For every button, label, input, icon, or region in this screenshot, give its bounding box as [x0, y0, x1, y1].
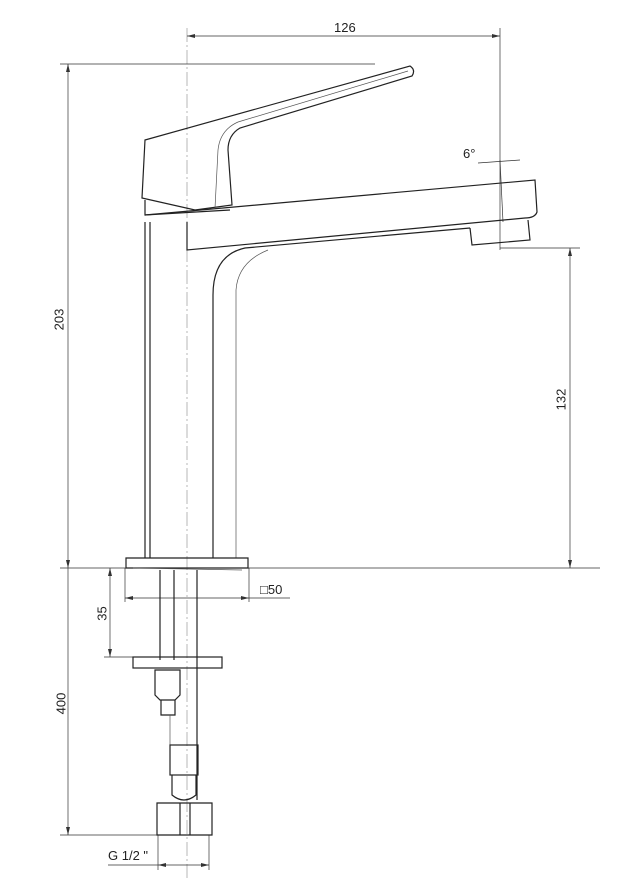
label-spout-reach: 126	[334, 20, 356, 35]
dim-spout-reach	[187, 28, 501, 250]
label-mount-depth: 35	[94, 606, 110, 621]
mounting-hardware	[132, 570, 223, 836]
label-base-size: □50	[260, 582, 283, 597]
label-spout-angle: 6°	[463, 146, 476, 161]
dim-mount-depth	[104, 568, 133, 658]
label-total-height: 203	[51, 308, 67, 331]
label-hose-length: 400	[53, 692, 69, 715]
faucet-handle	[141, 65, 415, 216]
label-connection: G 1/2 "	[108, 848, 149, 863]
faucet-body	[125, 179, 538, 571]
dim-base	[124, 568, 290, 602]
dim-hose-length	[60, 568, 158, 836]
dim-total-height	[66, 64, 70, 568]
dim-connection	[108, 835, 210, 870]
label-spout-height: 132	[553, 388, 569, 411]
dim-angle	[477, 159, 521, 164]
dim-spout-height	[500, 247, 580, 568]
